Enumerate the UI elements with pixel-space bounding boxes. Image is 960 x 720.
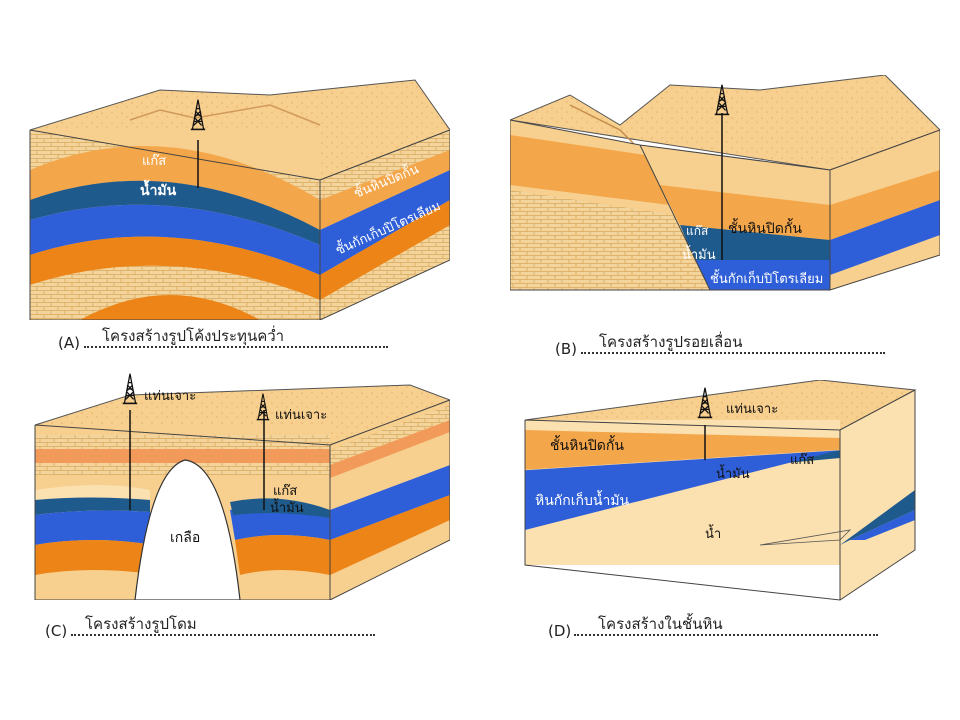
salt-label: เกลือ bbox=[170, 530, 200, 546]
reservoir-layer bbox=[525, 450, 840, 530]
oil-label: น้ำมัน bbox=[682, 245, 716, 263]
panel-a-anticline-diagram: แก๊ส น้ำมัน ชั้นหินปิดกั้น ชั้นกักเก็บปิ… bbox=[29, 79, 450, 320]
reservoir-layer bbox=[30, 204, 320, 275]
cap-rock-label: ชั้นหินปิดกั้น bbox=[728, 218, 802, 237]
caption-text: โครงสร้างรูปรอยเลื่อน bbox=[599, 333, 743, 351]
caption-text: โครงสร้างรูปโค้งประทุนคว่ำ bbox=[102, 327, 285, 345]
side-face bbox=[830, 130, 940, 290]
gas-label: แก๊ส bbox=[686, 224, 709, 238]
rig-label: แท่นเจาะ bbox=[726, 402, 778, 417]
reservoir-label: ชั้นกักเก็บปิโตรเลียม bbox=[710, 269, 823, 287]
oil-layer-right bbox=[230, 498, 330, 518]
oil-layer bbox=[30, 180, 320, 245]
salt-dome bbox=[134, 459, 241, 600]
gas-label: แก๊ส bbox=[790, 453, 814, 468]
caption-letter: (A) bbox=[58, 334, 80, 352]
panel-c-dome-diagram: แท่นเจาะ แท่นเจาะ แก๊ส น้ำมัน เกลือ bbox=[34, 372, 450, 600]
front-face bbox=[35, 425, 330, 600]
rig-label-1: แท่นเจาะ bbox=[144, 389, 196, 404]
front-face bbox=[510, 120, 830, 290]
oil-layer bbox=[680, 225, 830, 260]
oil-label: น้ำมัน bbox=[270, 498, 304, 516]
front-face bbox=[524, 420, 841, 565]
caption-text: โครงสร้างรูปโดม bbox=[85, 615, 197, 633]
front-face bbox=[30, 130, 320, 320]
caption-a: (A) โครงสร้างรูปโค้งประทุนคว่ำ bbox=[58, 324, 398, 354]
panel-b-fault-diagram: แก๊ส น้ำมัน ชั้นหินปิดกั้น ชั้นกักเก็บปิ… bbox=[510, 75, 940, 291]
rig-label-2: แท่นเจาะ bbox=[275, 408, 327, 423]
oil-layer bbox=[35, 497, 150, 515]
side-face bbox=[759, 390, 915, 600]
water-label: น้ำ bbox=[705, 524, 721, 542]
cap-rock-layer bbox=[525, 430, 840, 470]
caption-letter: (B) bbox=[555, 340, 577, 358]
reservoir-label: หินกักเก็บน้ำมัน bbox=[535, 490, 630, 509]
reservoir-layer bbox=[35, 510, 155, 545]
caption-letter: (C) bbox=[45, 622, 68, 640]
caption-d: (D) โครงสร้างในชั้นหิน bbox=[548, 612, 888, 642]
cap-rock-label: ชั้นหินปิดกั้น bbox=[550, 435, 624, 454]
gas-label: แก๊ส bbox=[142, 154, 166, 169]
panel-d-stratigraphic-diagram: แท่นเจาะ ชั้นหินปิดกั้น น้ำมัน แก๊ส หินก… bbox=[524, 380, 917, 601]
oil-label: น้ำมัน bbox=[716, 464, 750, 482]
caption-b: (B) โครงสร้างรูปรอยเลื่อน bbox=[555, 330, 895, 360]
oil-label: น้ำมัน bbox=[140, 179, 177, 199]
side-face bbox=[330, 400, 450, 600]
side-face bbox=[320, 130, 450, 320]
gas-label: แก๊ส bbox=[273, 484, 297, 499]
caption-text: โครงสร้างในชั้นหิน bbox=[598, 615, 723, 633]
reservoir-layer bbox=[695, 260, 830, 290]
caption-letter: (D) bbox=[548, 622, 572, 640]
caption-c: (C) โครงสร้างรูปโดม bbox=[45, 612, 385, 642]
